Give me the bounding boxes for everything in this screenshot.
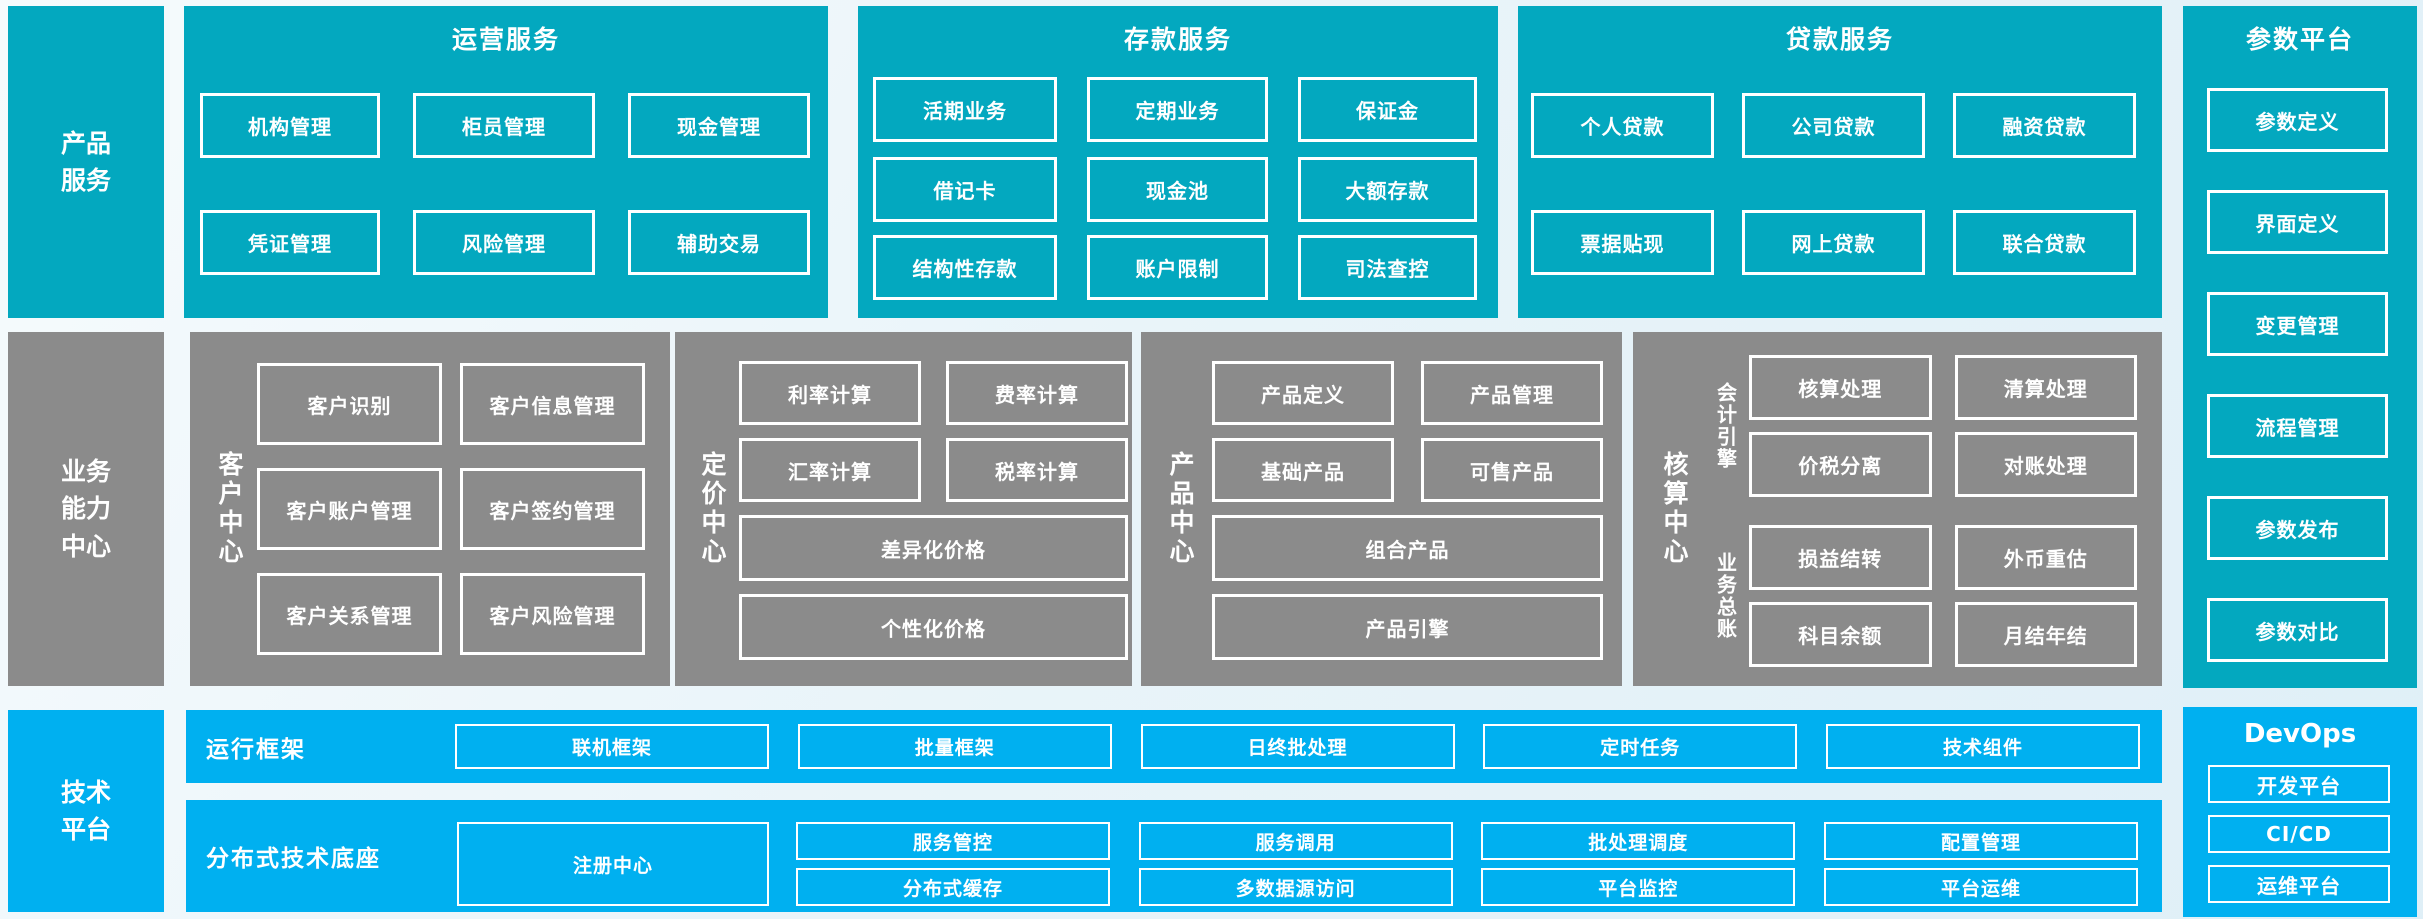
module-box: 联合贷款: [1953, 210, 2136, 275]
panel-pricing-center: 定价中心 利率计算 费率计算 汇率计算 税率计算 差异化价格 个性化价格: [675, 332, 1132, 686]
module-box: 客户信息管理: [460, 363, 645, 445]
module-box: 界面定义: [2207, 190, 2388, 254]
module-box: 清算处理: [1954, 355, 2137, 420]
module-box: 流程管理: [2207, 394, 2388, 458]
module-box: 配置管理: [1823, 822, 2138, 860]
panel-vertical-label: 核算中心: [1660, 451, 1689, 567]
sidebar-business-capability: 业务 能力 中心: [8, 332, 164, 686]
module-box: 汇率计算: [739, 438, 921, 502]
module-box: 参数对比: [2207, 598, 2388, 662]
module-box: 平台监控: [1481, 868, 1796, 906]
module-box: 联机框架: [455, 724, 769, 769]
panel-title: 参数平台: [2245, 25, 2354, 54]
panel-vertical-label: 客户中心: [215, 451, 244, 567]
panel-devops: DevOps 开发平台 CI/CD 运维平台: [2183, 707, 2417, 917]
module-box: CI/CD: [2208, 815, 2390, 853]
accounting-group-ledger: 业务总账 损益结转 外币重估 科目余额 月结年结: [1703, 525, 2137, 667]
module-box: 客户账户管理: [257, 468, 442, 550]
module-box: 活期业务: [873, 77, 1057, 142]
module-box: 费率计算: [946, 361, 1128, 425]
module-box-wide: 个性化价格: [739, 594, 1128, 660]
module-box: 参数发布: [2207, 496, 2388, 560]
module-box: 对账处理: [1954, 432, 2137, 497]
module-box: 客户识别: [257, 363, 442, 445]
module-box: 利率计算: [739, 361, 921, 425]
accounting-group-engine: 会计引擎 核算处理 清算处理 价税分离 对账处理: [1703, 355, 2137, 497]
module-box: 风险管理: [413, 210, 595, 275]
module-box: 月结年结: [1954, 602, 2137, 667]
module-box: 参数定义: [2207, 88, 2388, 152]
sidebar-technology-platform: 技术 平台: [8, 710, 164, 912]
module-box: 大额存款: [1298, 157, 1477, 222]
module-box: 产品管理: [1421, 361, 1603, 425]
module-box: 开发平台: [2208, 765, 2390, 803]
band-runtime-framework: 运行框架 联机框架 批量框架 日终批处理 定时任务 技术组件: [186, 710, 2162, 783]
module-box: 批处理调度: [1481, 822, 1796, 860]
module-box: 变更管理: [2207, 292, 2388, 356]
panel-title: DevOps: [2243, 719, 2357, 749]
module-box: 现金管理: [628, 93, 810, 158]
module-box: 票据贴现: [1531, 210, 1714, 275]
panel-customer-center: 客户中心 客户识别 客户信息管理 客户账户管理 客户签约管理 客户关系管理 客户…: [190, 332, 670, 686]
module-box: 多数据源访问: [1138, 868, 1453, 906]
module-box: 技术组件: [1826, 724, 2140, 769]
module-box: 机构管理: [200, 93, 380, 158]
panel-operation-services: 运营服务 机构管理 柜员管理 现金管理 凭证管理 风险管理 辅助交易: [184, 6, 828, 318]
module-box: 价税分离: [1749, 432, 1932, 497]
group-vertical-label: 业务总账: [1713, 552, 1738, 640]
module-box: 客户关系管理: [257, 573, 442, 655]
module-box: 核算处理: [1749, 355, 1932, 420]
module-box: 柜员管理: [413, 93, 595, 158]
module-box: 个人贷款: [1531, 93, 1714, 158]
module-box-wide: 产品引擎: [1212, 594, 1603, 660]
module-box: 外币重估: [1954, 525, 2137, 590]
module-box: 平台运维: [1823, 868, 2138, 906]
module-box: 辅助交易: [628, 210, 810, 275]
panel-vertical-label: 产品中心: [1166, 451, 1195, 567]
module-box-wide: 组合产品: [1212, 515, 1603, 581]
module-box: 科目余额: [1749, 602, 1932, 667]
band-distributed-base: 分布式技术底座 注册中心 服务管控 服务调用 批处理调度 配置管理 分布式缓存 …: [186, 800, 2162, 912]
module-box: 运维平台: [2208, 865, 2390, 903]
module-box: 产品定义: [1212, 361, 1394, 425]
band-label: 运行框架: [206, 736, 306, 763]
module-box: 税率计算: [946, 438, 1128, 502]
module-box-wide: 差异化价格: [739, 515, 1128, 581]
module-box: 服务调用: [1138, 822, 1453, 860]
module-box: 批量框架: [797, 724, 1112, 769]
panel-param-platform: 参数平台 参数定义 界面定义 变更管理 流程管理 参数发布 参数对比: [2183, 6, 2417, 688]
module-box: 公司贷款: [1742, 93, 1925, 158]
module-box: 日终批处理: [1140, 724, 1455, 769]
module-box: 分布式缓存: [796, 868, 1110, 906]
module-box: 现金池: [1087, 157, 1268, 222]
module-box: 结构性存款: [873, 235, 1057, 300]
panel-title: 运营服务: [451, 25, 560, 54]
module-box: 定期业务: [1087, 77, 1268, 142]
module-box: 损益结转: [1749, 525, 1932, 590]
band-label: 分布式技术底座: [206, 846, 381, 872]
panel-vertical-label: 定价中心: [698, 451, 727, 567]
module-box: 定时任务: [1483, 724, 1798, 769]
module-box: 基础产品: [1212, 438, 1394, 502]
group-vertical-label: 会计引擎: [1713, 382, 1738, 470]
panel-loan-services: 贷款服务 个人贷款 公司贷款 融资贷款 票据贴现 网上贷款 联合贷款: [1518, 6, 2162, 318]
panel-accounting-center: 核算中心 会计引擎 核算处理 清算处理 价税分离 对账处理 业务总账 损: [1633, 332, 2162, 686]
panel-title: 存款服务: [1123, 25, 1232, 54]
module-box-registry: 注册中心: [457, 822, 769, 906]
module-box: 客户签约管理: [460, 468, 645, 550]
sidebar-product-services: 产品 服务: [8, 6, 164, 318]
module-box: 账户限制: [1087, 235, 1268, 300]
module-box: 服务管控: [796, 822, 1110, 860]
module-box: 网上贷款: [1742, 210, 1925, 275]
module-box: 凭证管理: [200, 210, 380, 275]
module-box: 客户风险管理: [460, 573, 645, 655]
panel-deposit-services: 存款服务 活期业务 定期业务 保证金 借记卡 现金池 大额存款 结构性存款 账户…: [858, 6, 1498, 318]
module-box: 司法查控: [1298, 235, 1477, 300]
module-box: 借记卡: [873, 157, 1057, 222]
panel-title: 贷款服务: [1785, 25, 1894, 54]
module-box: 可售产品: [1421, 438, 1603, 502]
panel-product-center: 产品中心 产品定义 产品管理 基础产品 可售产品 组合产品 产品引擎: [1141, 332, 1622, 686]
module-box: 保证金: [1298, 77, 1477, 142]
module-box: 融资贷款: [1953, 93, 2136, 158]
